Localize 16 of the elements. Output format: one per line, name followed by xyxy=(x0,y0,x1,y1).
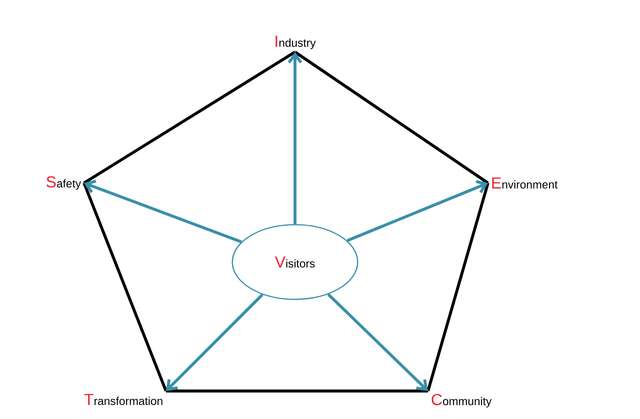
arrow xyxy=(346,180,488,242)
arrow xyxy=(288,52,302,224)
vertex-label: Industry xyxy=(276,36,316,50)
arrow xyxy=(84,180,242,244)
pentagon-side xyxy=(426,182,490,392)
pentagon-side xyxy=(166,390,428,392)
pentagon-side xyxy=(294,50,489,184)
pentagon-side xyxy=(83,50,296,184)
vertex-label: Community xyxy=(432,394,492,408)
vertex-label: Transformation xyxy=(84,394,162,406)
arrow xyxy=(327,293,428,391)
vertex-label: Environment xyxy=(492,177,558,189)
arrow xyxy=(166,294,264,391)
ellipse-node: Visitors xyxy=(232,224,358,300)
vertex-label: Safety xyxy=(46,176,82,190)
pentagon-side xyxy=(82,182,168,392)
